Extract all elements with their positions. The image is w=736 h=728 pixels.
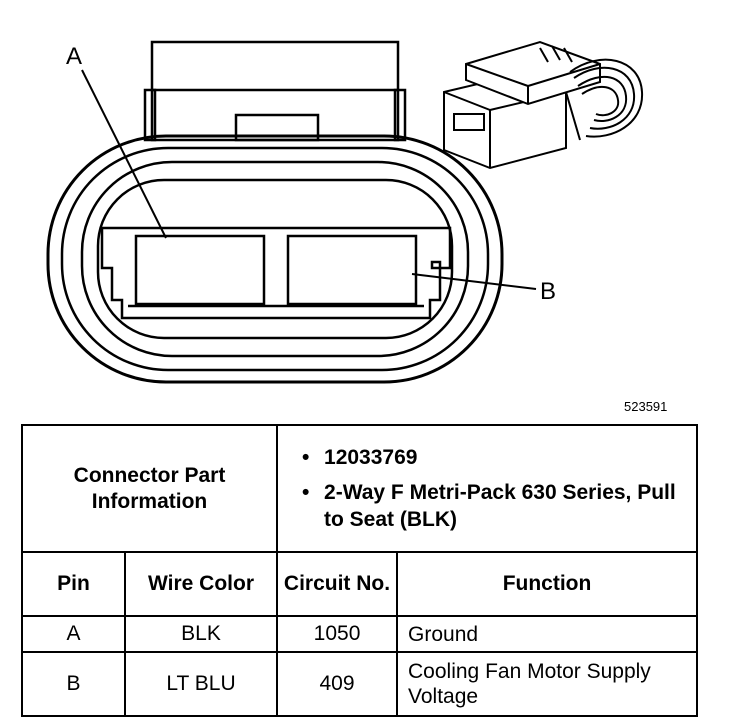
header-circuit-no: Circuit No. [276,551,399,617]
circuit-cell: 1050 [276,615,399,653]
image-code: 523591 [624,399,668,414]
connector-isometric-view [443,40,644,170]
part-description: 2-Way F Metri-Pack 630 Series, Pull to S… [324,481,676,531]
pin-b-leader [411,273,537,290]
pin-a-label: A [66,43,82,70]
wire-color-cell: BLK [123,615,279,653]
table-row: B LT BLU 409 Cooling Fan Motor Supply Vo… [21,651,699,717]
connector-outer-shell [46,134,504,384]
terminal-cavity-b [286,234,418,306]
function-cell: Ground [396,615,699,653]
part-number: 12033769 [324,446,418,469]
header-wire-color: Wire Color [123,551,279,617]
terminal-cavity-a [134,234,266,306]
pin-cell: B [21,651,126,717]
part-number-bullet: •12033769 [302,446,418,469]
connector-part-info-label: Connector Part Information [20,424,279,553]
connector-diagram: A B [46,40,644,384]
part-description-bullet: •2-Way F Metri-Pack 630 Series, Pull to … [302,481,676,531]
connector-part-bullets: •12033769 •2-Way F Metri-Pack 630 Series… [276,424,699,553]
header-pin: Pin [21,551,126,617]
connector-info-row: Connector Part Information •12033769 •2-… [20,424,699,553]
connector-cavity [100,226,452,320]
circuit-cell: 409 [276,651,399,717]
connector-info-table: Connector Part Information •12033769 •2-… [20,424,699,717]
header-function: Function [396,551,699,617]
table-row: A BLK 1050 Ground [21,615,699,653]
pin-b-label: B [540,278,556,305]
table-header-row: Pin Wire Color Circuit No. Function [21,551,699,617]
pin-a-leader [81,69,167,239]
function-cell: Cooling Fan Motor Supply Voltage [396,651,699,717]
pin-cell: A [21,615,126,653]
wire-color-cell: LT BLU [123,651,279,717]
